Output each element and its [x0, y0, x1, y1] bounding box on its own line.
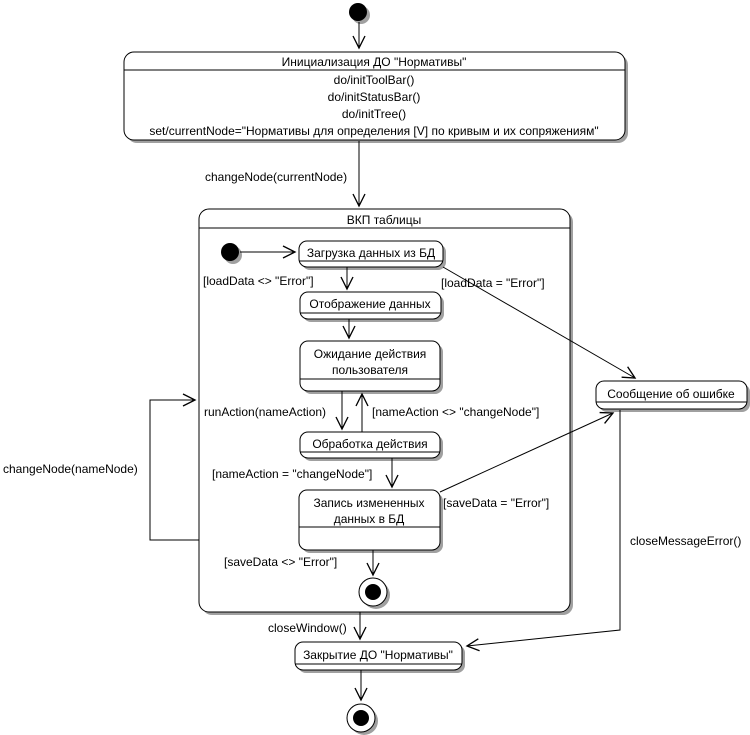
- final-state-bottom: [346, 703, 378, 735]
- state-border: [123, 51, 626, 141]
- state-display-data: Отображение данных: [299, 291, 444, 322]
- final-state-inner: [358, 577, 390, 609]
- label-saveData-error: [saveData = "Error"]: [443, 496, 549, 510]
- label-nameAction-other: [nameAction <> "changeNode"]: [372, 405, 539, 419]
- label-closeMessageError: closeMessageError(): [630, 534, 741, 548]
- state-load-data: Загрузка данных из БД: [298, 240, 446, 270]
- label-changeNode-nameNode: changeNode(nameNode): [3, 462, 138, 476]
- state-border: [294, 641, 463, 671]
- state-wait-label-1: Ожидание действия: [314, 347, 427, 361]
- state-display-label: Отображение данных: [309, 297, 430, 311]
- final-state-dot: [365, 584, 381, 600]
- state-wait-label-2: пользователя: [332, 363, 408, 377]
- label-loadData-ok: [loadData <> "Error"]: [203, 274, 314, 288]
- state-save-label-1: Запись измененных: [313, 496, 424, 510]
- state-wait-user: Ожидание действия пользователя: [299, 340, 443, 394]
- initial-state-inner: [221, 243, 242, 264]
- initial-state-dot: [221, 243, 239, 261]
- state-init-action-4: set/currentNode="Нормативы для определен…: [149, 124, 598, 138]
- label-loadData-error: [loadData = "Error"]: [441, 276, 545, 290]
- label-changeNode-currentNode: changeNode(currentNode): [205, 170, 347, 184]
- state-error-label: Сообщение об ошибке: [607, 387, 735, 401]
- transition-save-to-error: [439, 411, 615, 493]
- label-runAction: runAction(nameAction): [204, 405, 326, 419]
- composite-state-vkp: ВКП таблицы: [198, 208, 573, 615]
- state-init-do: Инициализация ДО "Нормативы" do/initTool…: [123, 51, 628, 143]
- state-border: [299, 291, 442, 320]
- final-state-dot: [353, 710, 369, 726]
- state-load-label: Загрузка данных из БД: [307, 246, 435, 260]
- state-save-data: Запись измененных данных в БД: [298, 489, 443, 553]
- transition-load-to-error: [442, 266, 637, 379]
- label-saveData-ok: [saveData <> "Error"]: [224, 555, 337, 569]
- state-init-action-1: do/initToolBar(): [334, 73, 415, 87]
- composite-title: ВКП таблицы: [347, 213, 422, 227]
- state-error-message: Сообщение об ошибке: [595, 380, 750, 412]
- transition-composite-self: [149, 393, 199, 541]
- state-border: [298, 489, 441, 551]
- state-process-label: Обработка действия: [312, 437, 427, 451]
- state-process-action: Обработка действия: [299, 431, 443, 461]
- label-closeWindow: closeWindow(): [268, 621, 347, 635]
- state-init-title: Инициализация ДО "Нормативы": [282, 55, 467, 69]
- initial-state-top: [349, 3, 370, 24]
- transition-error-to-close: [465, 410, 621, 652]
- state-init-action-3: do/initTree(): [342, 107, 406, 121]
- initial-state-dot: [349, 3, 367, 21]
- state-save-label-2: данных в БД: [334, 512, 405, 526]
- state-close-label: Закрытие ДО "Нормативы": [303, 648, 453, 662]
- state-init-action-2: do/initStatusBar(): [328, 90, 421, 104]
- label-nameAction-change: [nameAction = "changeNode"]: [212, 467, 372, 481]
- composite-border: [198, 208, 571, 613]
- state-close-do: Закрытие ДО "Нормативы": [294, 641, 465, 673]
